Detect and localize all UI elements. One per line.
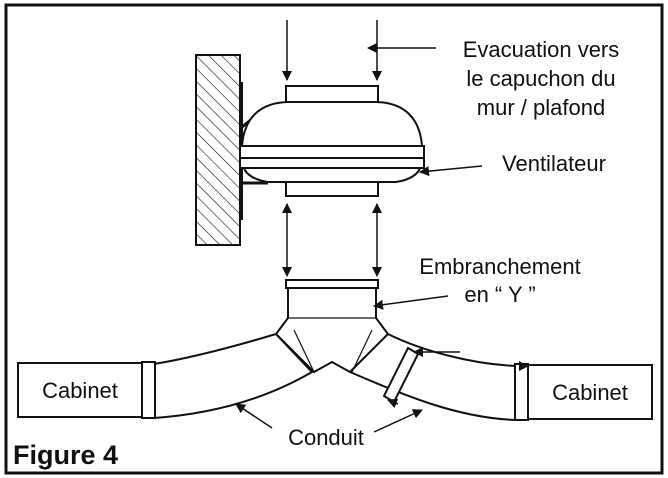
cabinet-left-label: Cabinet [42, 378, 118, 403]
exhaust-label-line3: mur / plafond [477, 95, 605, 120]
fan [239, 85, 425, 197]
wall [195, 54, 243, 246]
wye-label-line1: Embranchement [419, 254, 580, 279]
connection-arrows [282, 203, 382, 277]
cabinet-right: Cabinet [527, 364, 653, 420]
figure-caption: Figure 4 [13, 440, 118, 470]
figure-frame [4, 3, 664, 475]
cabinet-right-label: Cabinet [552, 380, 628, 405]
cabinet-left: Cabinet [17, 362, 143, 418]
exhaust-label-line2: le capuchon du [466, 66, 615, 91]
leader-arrows [235, 43, 529, 433]
wye-label-line2: en “ Y ” [464, 282, 535, 307]
exhaust-label-line1: Evacuation vers [463, 37, 620, 62]
duct-label: Conduit [288, 425, 364, 450]
exhaust-arrows [282, 20, 382, 81]
duct-left [141, 329, 315, 420]
fan-label: Ventilateur [502, 151, 606, 176]
